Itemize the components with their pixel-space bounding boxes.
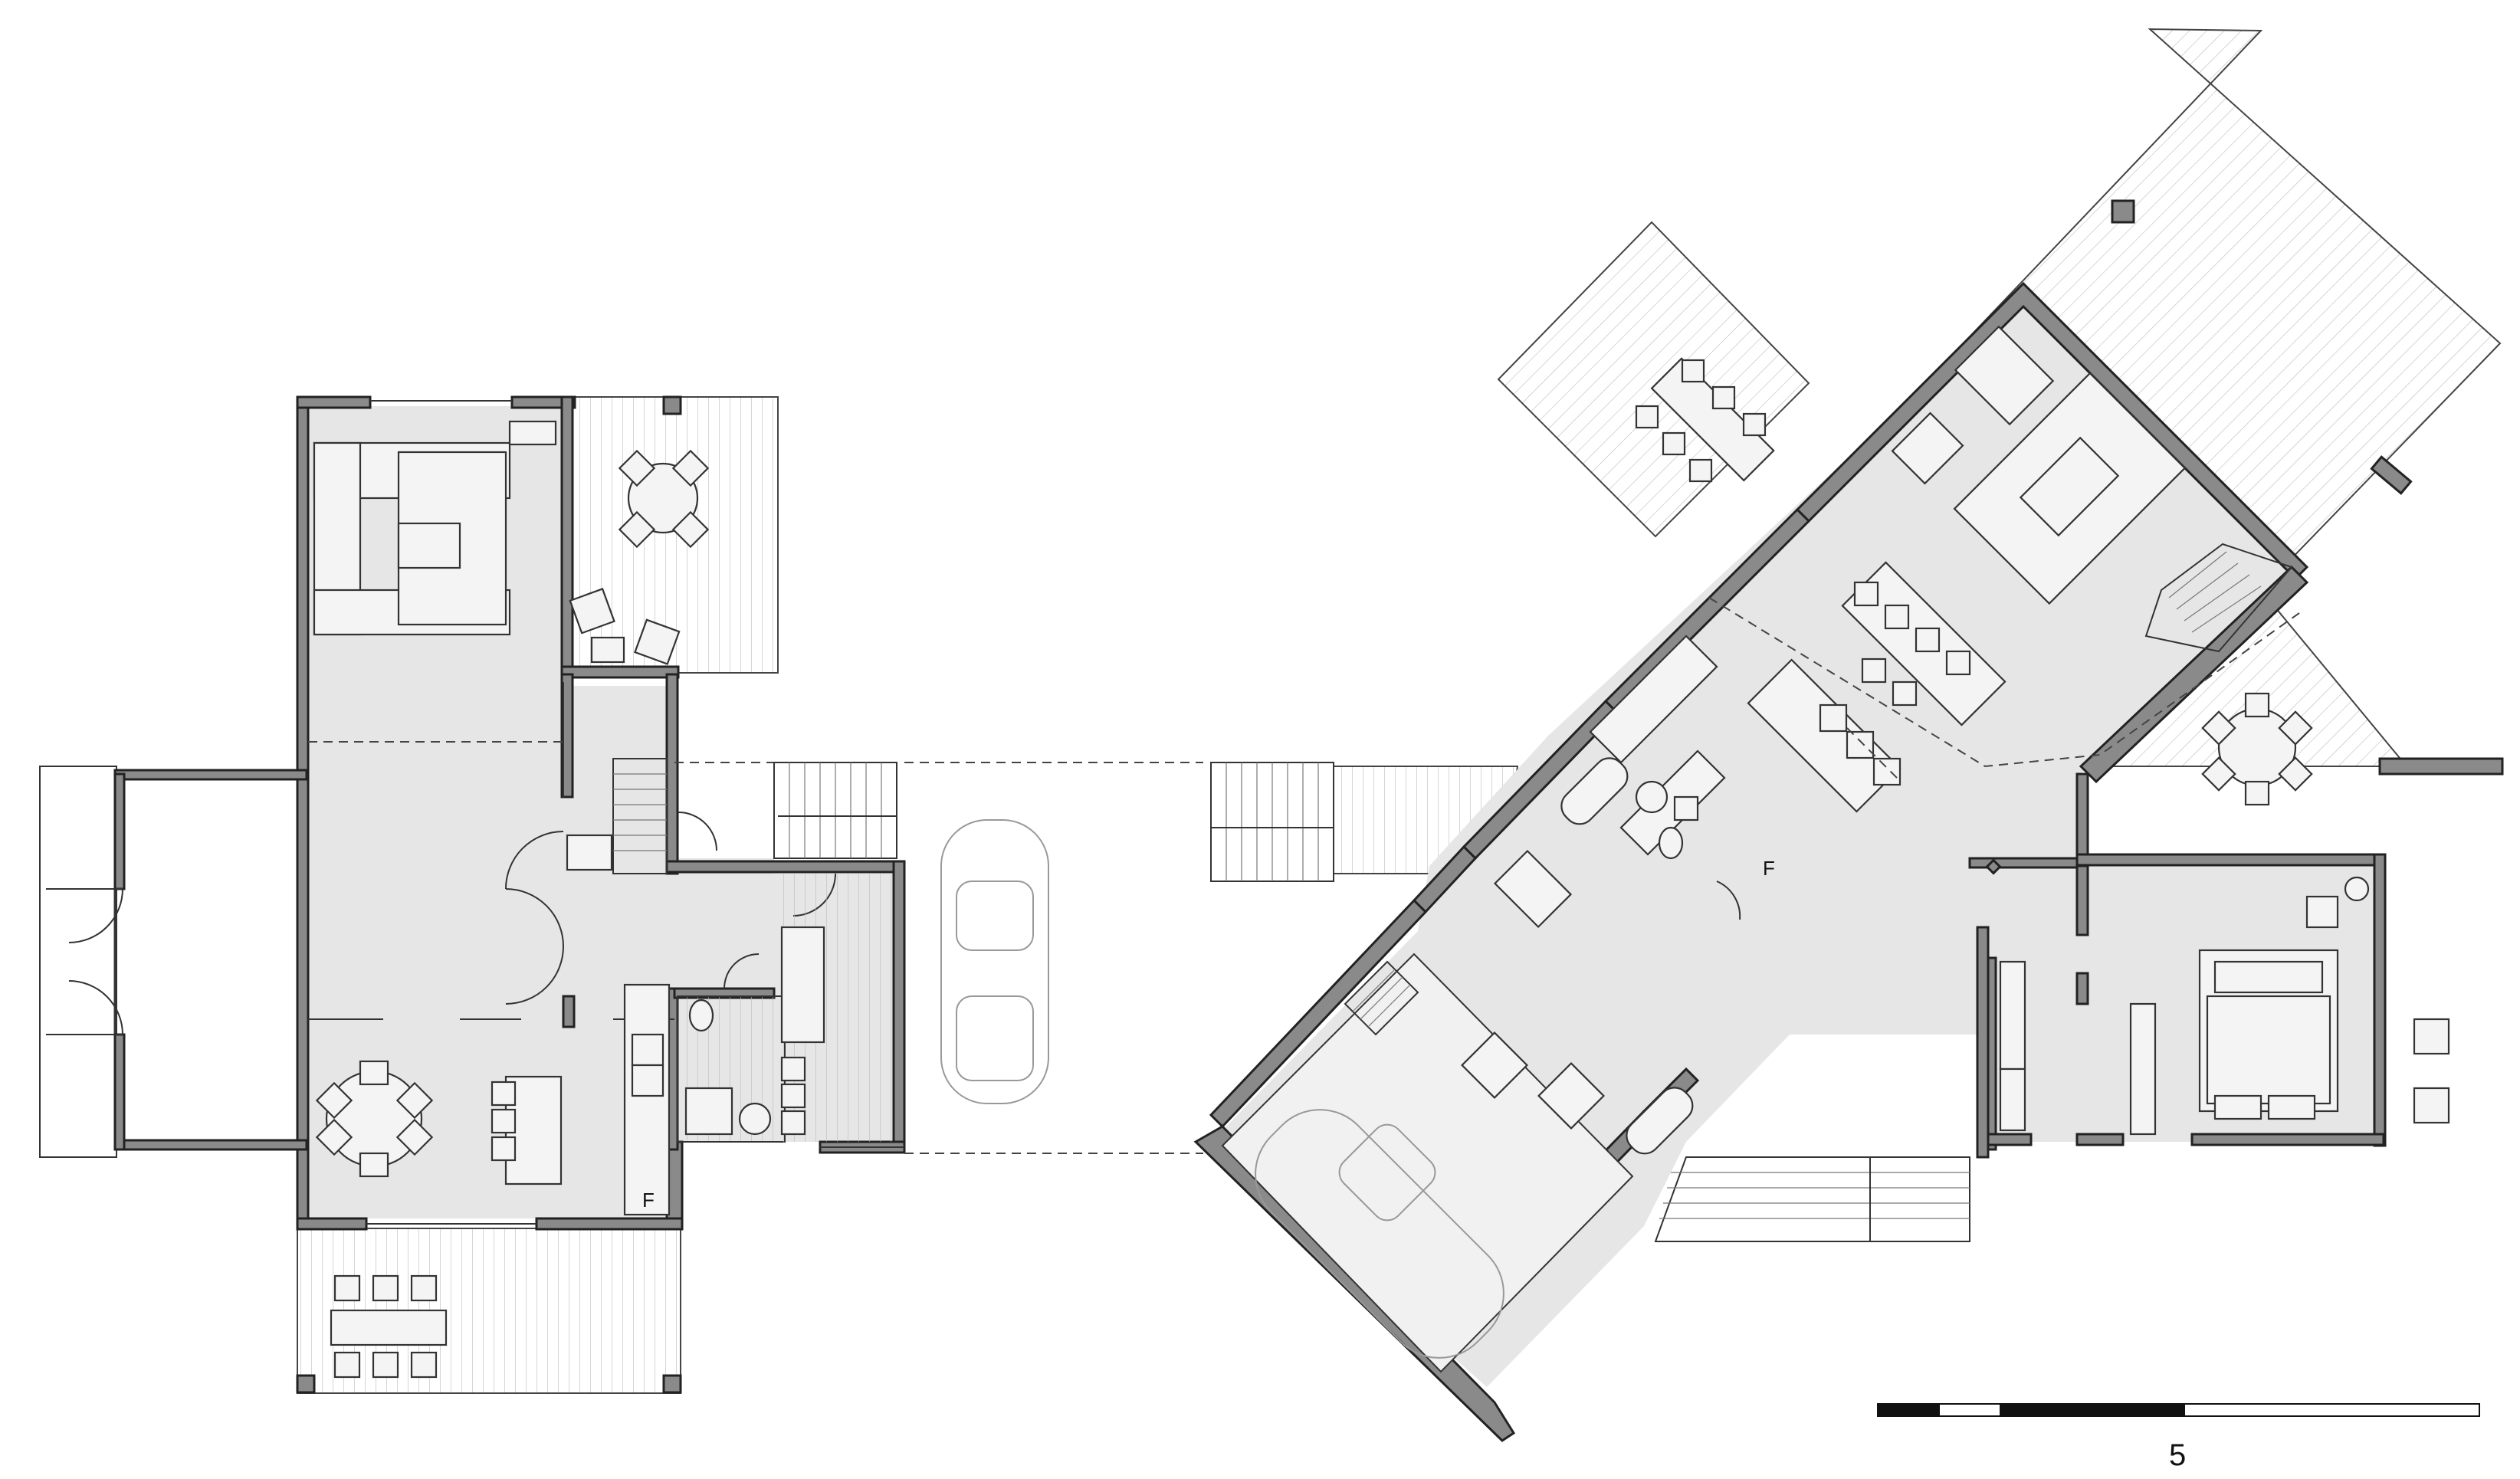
left-bottom-deck-table bbox=[296, 395, 682, 1394]
left-bathroom bbox=[677, 995, 786, 1143]
left-deck-table bbox=[569, 449, 710, 665]
left-entry-steps bbox=[773, 762, 897, 859]
right-left-deck bbox=[1497, 221, 1810, 538]
scale-bar-label: 5 bbox=[2169, 1438, 2186, 1472]
right-dining bbox=[1841, 561, 2006, 726]
left-fridge-mark: F bbox=[642, 1189, 655, 1212]
left-annex-porch bbox=[39, 766, 117, 1158]
right-house: F bbox=[1193, 28, 2504, 1442]
left-annex bbox=[113, 772, 308, 1151]
right-garage bbox=[1221, 953, 1634, 1373]
left-stairs bbox=[566, 758, 668, 874]
left-car bbox=[940, 819, 1049, 1104]
scale-bar-seg-4 bbox=[2122, 1403, 2185, 1417]
right-wardrobes bbox=[1493, 849, 2157, 1136]
right-deck-rect-table bbox=[1635, 357, 1775, 483]
scale-bar-seg-5 bbox=[2184, 1403, 2480, 1417]
left-top-deck bbox=[570, 396, 779, 674]
right-deck-table bbox=[2201, 692, 2313, 806]
right-stairs bbox=[2144, 543, 2293, 653]
left-utility bbox=[780, 874, 897, 1142]
right-side-steps bbox=[1210, 762, 1334, 882]
scale-bar-seg-1 bbox=[1877, 1403, 1940, 1417]
left-windows bbox=[366, 400, 904, 1225]
scale-bar-seg-3 bbox=[2000, 1403, 2124, 1417]
right-island bbox=[1747, 658, 1901, 813]
right-fridge-mark: F bbox=[1763, 857, 1775, 880]
left-house: F bbox=[39, 395, 1203, 1394]
right-bedroom bbox=[2198, 876, 2450, 1124]
left-dining-table bbox=[315, 1060, 434, 1178]
scale-bar: 5 bbox=[1877, 1403, 2480, 1472]
right-living bbox=[1891, 325, 2187, 605]
left-sofa bbox=[313, 420, 557, 636]
left-walls bbox=[113, 395, 906, 1231]
left-kitchen: F bbox=[491, 983, 671, 1216]
right-utility bbox=[1461, 1031, 1694, 1155]
right-garage-stairs bbox=[1344, 960, 1419, 1036]
right-bathroom bbox=[1560, 757, 1741, 920]
scale-bar-seg-2 bbox=[1938, 1403, 2001, 1417]
right-entry-steps bbox=[1654, 1156, 1970, 1242]
